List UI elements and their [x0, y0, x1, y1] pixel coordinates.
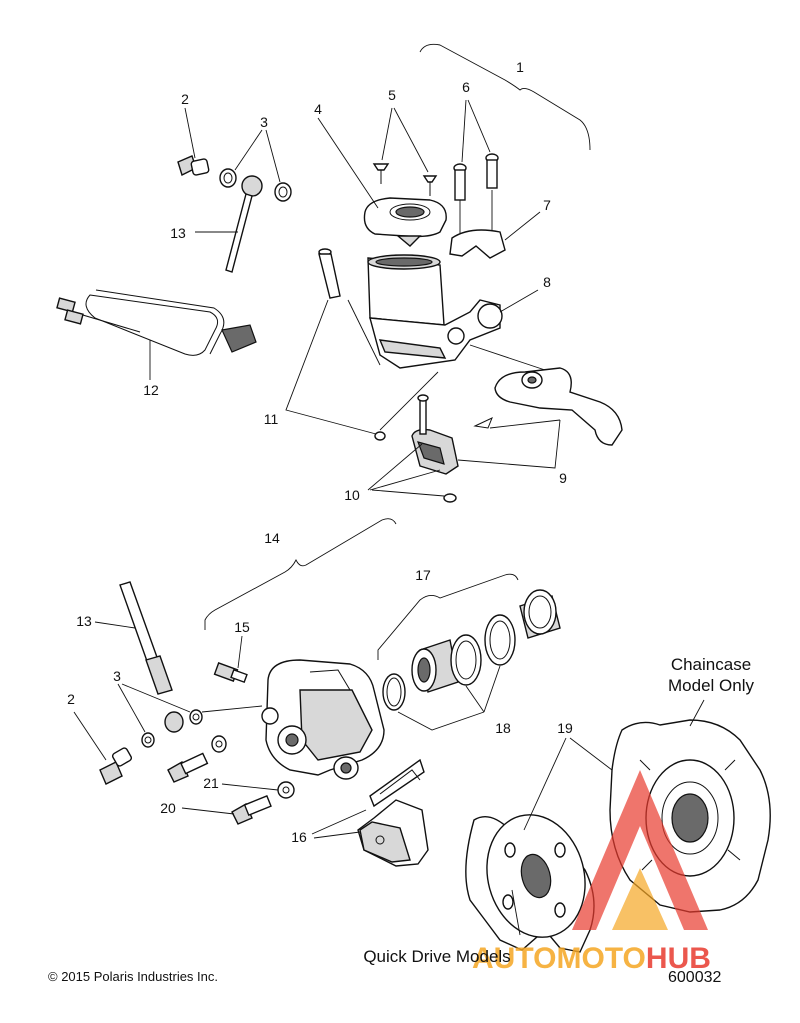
clamp-bolts	[453, 99, 499, 235]
callout-1: 1	[516, 59, 524, 75]
callout-8: 8	[543, 274, 551, 290]
wiring-harness	[56, 289, 257, 380]
lever-pivot-block	[367, 371, 459, 503]
rotor-quick-drive	[465, 814, 595, 953]
callout-18: 18	[495, 720, 511, 736]
diagram-number: 600032	[668, 969, 721, 986]
master-cylinder-body	[367, 254, 539, 369]
callout-16: 16	[291, 829, 307, 845]
reservoir-cap	[317, 117, 447, 247]
brake-line-lower	[94, 581, 173, 695]
handlebar-clamp	[449, 211, 541, 259]
group-17-bracket	[377, 573, 519, 660]
cap-screws	[372, 107, 438, 196]
callout-6: 6	[462, 79, 470, 95]
callout-13: 13	[170, 225, 186, 241]
callout-7: 7	[543, 197, 551, 213]
banjo-bolt-lower	[73, 711, 133, 785]
copyright-text: © 2015 Polaris Industries Inc.	[48, 969, 218, 984]
rotor-chaincase	[523, 699, 771, 913]
callout-13-lower: 13	[76, 613, 92, 629]
callout-15: 15	[234, 619, 250, 635]
caliper-bolts	[167, 735, 295, 825]
brake-pads	[311, 758, 429, 867]
callout-10: 10	[344, 487, 360, 503]
brake-caliper	[261, 659, 385, 780]
watermark-logo: AUTOMOTOHUB	[472, 770, 711, 975]
callout-19: 19	[557, 720, 573, 736]
callout-21: 21	[203, 775, 219, 791]
pivot-pin-upper	[285, 248, 386, 441]
brake-line-upper	[195, 175, 263, 273]
callout-5: 5	[388, 87, 396, 103]
caption-chaincase-line1: Chaincase	[671, 655, 751, 674]
caption-chaincase-line2: Model Only	[668, 676, 754, 695]
watermark-text-a: AUTOMOTOHUB	[472, 942, 711, 975]
group-1-bracket	[419, 43, 591, 151]
pistons-seals	[382, 589, 561, 731]
callout-12: 12	[143, 382, 159, 398]
brake-lever	[457, 344, 623, 469]
callout-2: 2	[181, 91, 189, 107]
callout-17: 17	[415, 567, 431, 583]
banjo-bolt-upper	[177, 107, 210, 176]
group-14-bracket	[204, 518, 397, 630]
callout-11: 11	[264, 411, 279, 427]
callout-3: 3	[260, 114, 268, 130]
washers-lower	[117, 683, 263, 748]
caption-quick-drive: Quick Drive Models	[363, 947, 510, 966]
callout-20: 20	[160, 800, 176, 816]
callout-14: 14	[264, 530, 280, 546]
callout-2-lower: 2	[67, 691, 75, 707]
callout-3-lower: 3	[113, 668, 121, 684]
callout-4: 4	[314, 101, 322, 117]
callout-9: 9	[559, 470, 567, 486]
washers-upper	[219, 129, 292, 202]
bleeder-valve	[213, 635, 248, 684]
